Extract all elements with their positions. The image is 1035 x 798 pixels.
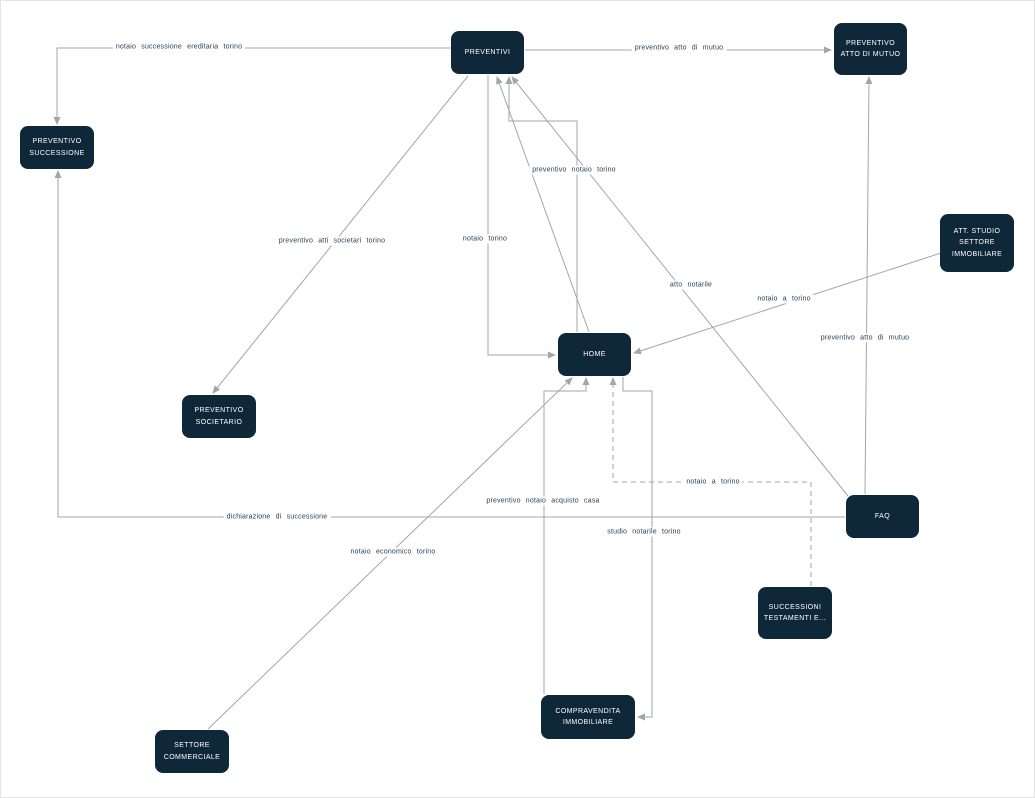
node-preventivo-atto-di-mutuo[interactable]: PREVENTIVO ATTO DI MUTUO xyxy=(834,23,907,75)
edge-label-notaio-torino: notaio torino xyxy=(459,234,511,244)
edge-label-atto-notarile: atto notarile xyxy=(666,280,716,290)
node-compravendita-immobiliare[interactable]: COMPRAVENDITA IMMOBILIARE xyxy=(541,695,635,739)
edge-home-to-compravendita xyxy=(622,377,653,721)
node-home[interactable]: HOME xyxy=(558,333,631,376)
edge-label-notaio-a-torino-upper: notaio a torino xyxy=(754,294,814,304)
edge-label-dichiarazione-di-successione: dichiarazione di successione xyxy=(223,512,331,522)
node-settore-commerciale[interactable]: SETTORE COMMERCIALE xyxy=(155,730,229,773)
node-att-studio-settore-immobiliare[interactable]: ATT. STUDIO SETTORE IMMOBILIARE xyxy=(940,214,1014,272)
edge-compravendita-to-home xyxy=(543,377,590,694)
edge-faq-to-preventivo-successione xyxy=(54,170,845,518)
node-preventivo-societario[interactable]: PREVENTIVO SOCIETARIO xyxy=(182,395,256,438)
node-preventivi[interactable]: PREVENTIVI xyxy=(451,31,524,74)
edge-preventivi-to-preventivo-societario xyxy=(212,75,469,394)
edge-home-to-preventivi-elbow xyxy=(505,76,578,332)
edge-preventivi-to-home xyxy=(487,75,556,359)
edge-label-notaio-a-torino-lower: notaio a torino xyxy=(683,477,743,487)
edge-label-preventivo-notaio-torino: preventivo notaio torino xyxy=(529,165,619,175)
edge-home-to-preventivi-diagonal xyxy=(496,76,590,333)
edge-label-preventivo-notaio-acquisto-casa: preventivo notaio acquisto casa xyxy=(483,496,603,506)
edge-label-notaio-successione-ereditaria-torino: notaio successione ereditaria torino xyxy=(112,42,246,52)
edge-label-preventivo-atto-di-mutuo-top: preventivo atto di mutuo xyxy=(631,43,727,53)
edge-label-preventivo-atto-di-mutuo-right: preventivo atto di mutuo xyxy=(817,333,913,343)
edge-label-studio-notarile-torino: studio notarile torino xyxy=(604,527,684,537)
edge-label-notaio-economico-torino: notaio economico torino xyxy=(347,547,439,557)
edge-preventivi-to-preventivo-successione xyxy=(53,47,451,125)
node-faq[interactable]: FAQ xyxy=(846,495,919,538)
edge-faq-to-preventivo-atto-di-mutuo xyxy=(864,76,873,495)
node-preventivo-successione[interactable]: PREVENTIVO SUCCESSIONE xyxy=(20,126,94,169)
edge-label-preventivo-atti-societari-torino: preventivo atti societari torino xyxy=(275,236,389,246)
node-successioni-testamenti-e[interactable]: SUCCESSIONI TESTAMENTI E... xyxy=(758,587,832,639)
